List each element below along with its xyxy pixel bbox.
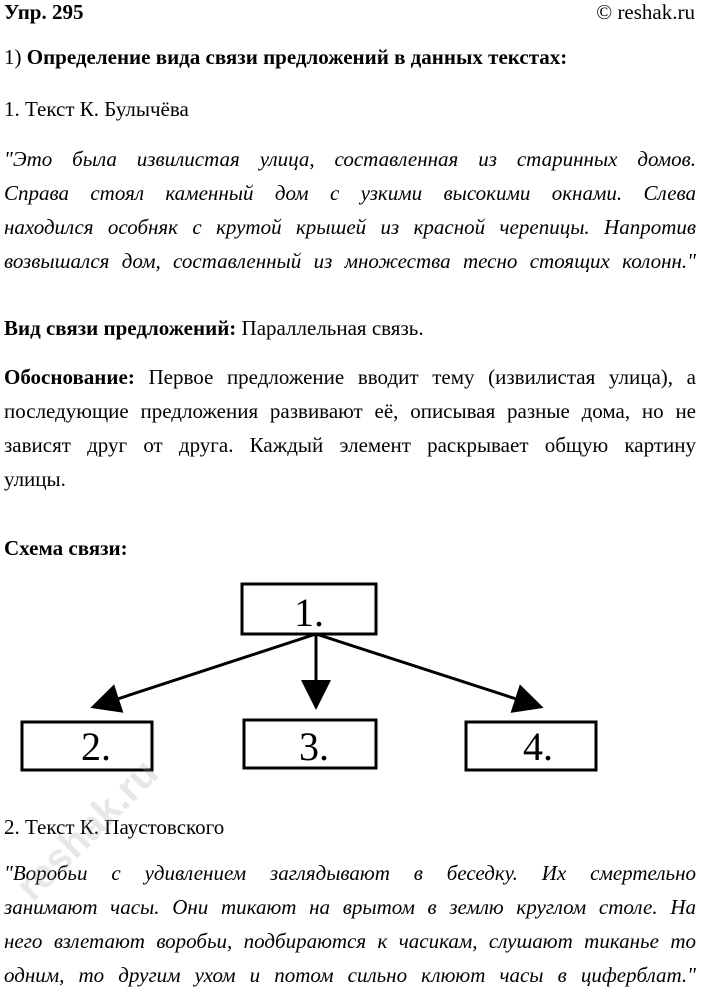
text1-quote-line: "Это была извилистая улица, составленная… <box>4 147 696 171</box>
scheme-label: Схема связи: <box>4 536 128 560</box>
reason-line: последующие предложения развивают её, оп… <box>4 399 696 423</box>
part1-heading: 1) Определение вида связи предложений в … <box>4 42 696 72</box>
text1-quote: "Это была извилистая улица, составленная… <box>4 142 696 278</box>
box-3 <box>242 718 378 770</box>
box-2 <box>20 720 154 772</box>
box-3-label: 3. <box>299 724 329 769</box>
text2-quote-line: "Воробьи с удивлением заглядывают в бесе… <box>4 861 696 885</box>
reason-line: улицы. <box>4 467 66 491</box>
text1-reason: Обоснование: Первое предложение вводит т… <box>4 360 696 496</box>
source-label: © reshak.ru <box>596 0 695 24</box>
text2-quote: "Воробьи с удивлением заглядывают в бесе… <box>4 856 696 992</box>
text1-quote-line: находился особняк с крутой крышей из кра… <box>4 215 696 239</box>
box-2-label: 2. <box>81 724 111 769</box>
reason-label: Обоснование: <box>4 365 135 389</box>
part1-number: 1) <box>4 45 22 69</box>
arrow-to-4 <box>315 632 544 713</box>
text1-title: 1. Текст К. Булычёва <box>4 97 189 121</box>
box-4-label: 4. <box>523 724 553 769</box>
text1-quote-line: Справа стоял каменный дом с узкими высок… <box>4 181 696 205</box>
part1-title: Определение вида связи предложений в дан… <box>26 45 568 69</box>
text2-quote-line: него взлетают воробьи, подбираются к час… <box>4 929 696 953</box>
reason-line: Обоснование: Первое предложение вводит т… <box>4 365 696 389</box>
text2-quote-line: одним, то другим ухом и потом сильно клю… <box>4 963 696 987</box>
text2-title: 2. Текст К. Паустовского <box>4 815 225 839</box>
exercise-number: Упр. 295 <box>4 0 84 24</box>
type-label: Вид связи предложений: <box>4 316 237 340</box>
box-1 <box>240 582 378 636</box>
arrow-to-2 <box>90 632 317 713</box>
text1-type: Вид связи предложений: Параллельная связ… <box>4 313 696 343</box>
box-4 <box>464 720 598 772</box>
reason-line: зависят друг от друга. Каждый элемент ра… <box>4 433 696 457</box>
scheme-diagram: 1. 2. 3. 4. <box>20 582 598 772</box>
text1-quote-line: возвышался дом, составленный из множеств… <box>4 249 696 273</box>
text2-quote-line: занимают часы. Они тикают на врытом в зе… <box>4 895 696 919</box>
type-value: Параллельная связь. <box>236 316 424 340</box>
box-1-label: 1. <box>294 590 324 635</box>
